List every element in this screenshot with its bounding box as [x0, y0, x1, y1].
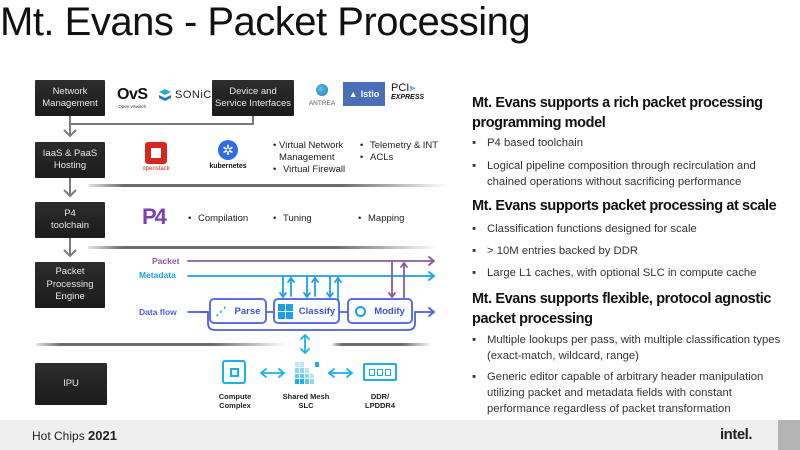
packet-label: Packet: [152, 256, 180, 266]
bullet-generic-editor: ▪ Generic editor capable of arbitrary hea…: [472, 370, 797, 417]
packet-arrowhead: [428, 256, 436, 266]
box-ipu: IPU: [35, 363, 107, 405]
openstack-icon: [145, 142, 167, 164]
p4-bullet-tuning-text: Tuning: [283, 213, 312, 224]
sonic-icon: [159, 89, 171, 101]
ovs-logo-text: OvS: [117, 86, 148, 103]
kubernetes-icon: ✲: [218, 140, 238, 160]
bullet-p4-toolchain: ▪ P4 based toolchain: [472, 136, 782, 152]
ovs-logo-subtext: Open vSwitch: [118, 104, 147, 109]
bullet-text: Multiple lookups per pass, with multiple…: [487, 334, 781, 362]
modify-packet-arrows: [388, 261, 408, 301]
bullet-marker: ▪: [472, 137, 477, 149]
p4-bullet-compilation-text: Compilation: [198, 213, 249, 224]
event-year: 2021: [88, 428, 117, 443]
separator-engine-left: [36, 343, 286, 346]
separator-engine-right: [332, 343, 432, 346]
hosting-bullets-col2: •Telemetry & INT •ACLs: [360, 140, 439, 163]
ddr-memory-icon: [363, 363, 397, 381]
bullet-marker: ▪: [472, 223, 477, 235]
openstack-logo: openstack: [138, 142, 174, 172]
section-heading-scale: Mt. Evans supports packet processing at …: [472, 198, 777, 214]
kubernetes-logo-text: kubernetes: [209, 163, 247, 170]
p4-bullet-tuning: •Tuning: [273, 213, 312, 224]
footer-accent-block: [778, 420, 800, 450]
openstack-logo-text: openstack: [142, 166, 170, 172]
bullet-marker: ▪: [472, 267, 477, 279]
box-p4-toolchain: P4 toolchain: [35, 202, 105, 238]
stage-classify: Classify: [273, 298, 340, 324]
parse-tree-icon: ⋰: [215, 305, 227, 318]
bullet-text: > 10M entries backed by DDR: [487, 245, 639, 257]
antrea-logo: ANTREA: [304, 84, 340, 107]
compute-complex-chip-icon: [222, 360, 246, 384]
event-name: Hot Chips: [32, 429, 85, 443]
bullet-text: Generic editor capable of arbitrary head…: [487, 371, 764, 415]
p4-bullet-compilation: •Compilation: [188, 213, 249, 224]
bullet-text: P4 based toolchain: [487, 137, 584, 149]
pci-logo-text: PCI: [391, 82, 410, 94]
metadata-arrowhead: [428, 271, 436, 281]
bullet-text: Classification functions designed for sc…: [487, 223, 697, 235]
bullet-marker: ▪: [472, 160, 477, 172]
bullet-marker: ▪: [472, 371, 477, 383]
box-device-service-interfaces: Device and Service Interfaces: [212, 80, 294, 116]
stage-parse: ⋰ Parse: [209, 298, 267, 324]
antrea-icon: [316, 84, 328, 96]
section-heading-protocol-agnostic: Mt. Evans supports flexible, protocol ag…: [472, 291, 772, 327]
dataflow-label: Data flow: [139, 307, 177, 317]
stage-modify: Modify: [347, 298, 413, 324]
connector-device-interfaces: [70, 116, 254, 125]
slide-title: Mt. Evans - Packet Processing: [0, 0, 531, 44]
label-shared-mesh-slc: Shared Mesh SLC: [282, 392, 330, 411]
bullet-acls: ACLs: [370, 151, 394, 163]
p4-logo-text: P4: [142, 204, 167, 229]
section-heading-programming-model: Mt. Evans supports a rich packet process…: [472, 95, 763, 131]
modify-cycle-icon: [355, 305, 367, 317]
separator-hosting: [88, 184, 448, 187]
ovs-logo: OvS Open vSwitch: [117, 86, 148, 109]
bullet-telemetry-int: Telemetry & INT: [370, 140, 439, 151]
istio-logo-text: Istio: [360, 89, 380, 99]
bullet-logical-pipeline: ▪ Logical pipeline composition through re…: [472, 159, 792, 191]
separator-p4: [88, 246, 438, 249]
bullet-10m-entries: ▪ > 10M entries backed by DDR: [472, 244, 792, 260]
p4-logo: P4: [142, 204, 167, 230]
bullet-l1-caches: ▪ Large L1 caches, with optional SLC in c…: [472, 266, 792, 282]
bullet-virtual-network-management: Virtual Network Management: [279, 140, 344, 163]
box-iaas-paas-hosting: IaaS & PaaS Hosting: [35, 142, 105, 178]
event-label: Hot Chips 2021: [32, 428, 117, 443]
box-packet-processing-engine: Packet Processing Engine: [35, 262, 105, 308]
bullet-text: Large L1 caches, with optional SLC in co…: [487, 267, 757, 279]
stage-modify-label: Modify: [374, 305, 405, 317]
footer: Hot Chips 2021 intel.: [0, 420, 800, 450]
metadata-label: Metadata: [139, 270, 176, 280]
istio-logo: ▲Istio: [343, 82, 385, 106]
bullet-marker: ▪: [472, 245, 477, 257]
p4-bullet-mapping-text: Mapping: [368, 213, 405, 224]
label-compute-complex: Compute Complex: [218, 392, 252, 411]
pci-express-text: EXPRESS: [391, 94, 425, 101]
bullet-virtual-firewall: Virtual Firewall: [283, 163, 346, 175]
pci-arrow-icon: ⪢: [409, 83, 415, 94]
classify-grid-icon: [277, 303, 293, 319]
bullet-marker: ▪: [472, 334, 477, 346]
shared-mesh-icon: [295, 362, 319, 384]
sonic-logo: SONiC: [157, 87, 212, 103]
stage-classify-label: Classify: [298, 305, 336, 317]
bullet-text: Logical pipeline composition through rec…: [487, 160, 756, 188]
kubernetes-logo: ✲ kubernetes: [203, 140, 253, 170]
antrea-logo-text: ANTREA: [308, 100, 336, 107]
istio-icon: ▲: [348, 89, 358, 99]
box-network-management: Network Management: [35, 80, 105, 116]
bullet-multiple-lookups: ▪ Multiple lookups per pass, with multipl…: [472, 333, 792, 365]
sonic-logo-text: SONiC: [175, 89, 212, 101]
intel-logo: intel.: [720, 426, 753, 443]
hosting-bullets-col1: •Virtual Network Management •Virtual Fir…: [273, 140, 353, 176]
bullet-classification-functions: ▪ Classification functions designed for s…: [472, 222, 792, 238]
pci-express-logo: PCI⪢ EXPRESS: [391, 82, 425, 102]
label-ddr-lpddr4: DDR/ LPDDR4: [364, 392, 395, 411]
stage-parse-label: Parse: [234, 305, 261, 317]
p4-bullet-mapping: •Mapping: [358, 213, 405, 224]
